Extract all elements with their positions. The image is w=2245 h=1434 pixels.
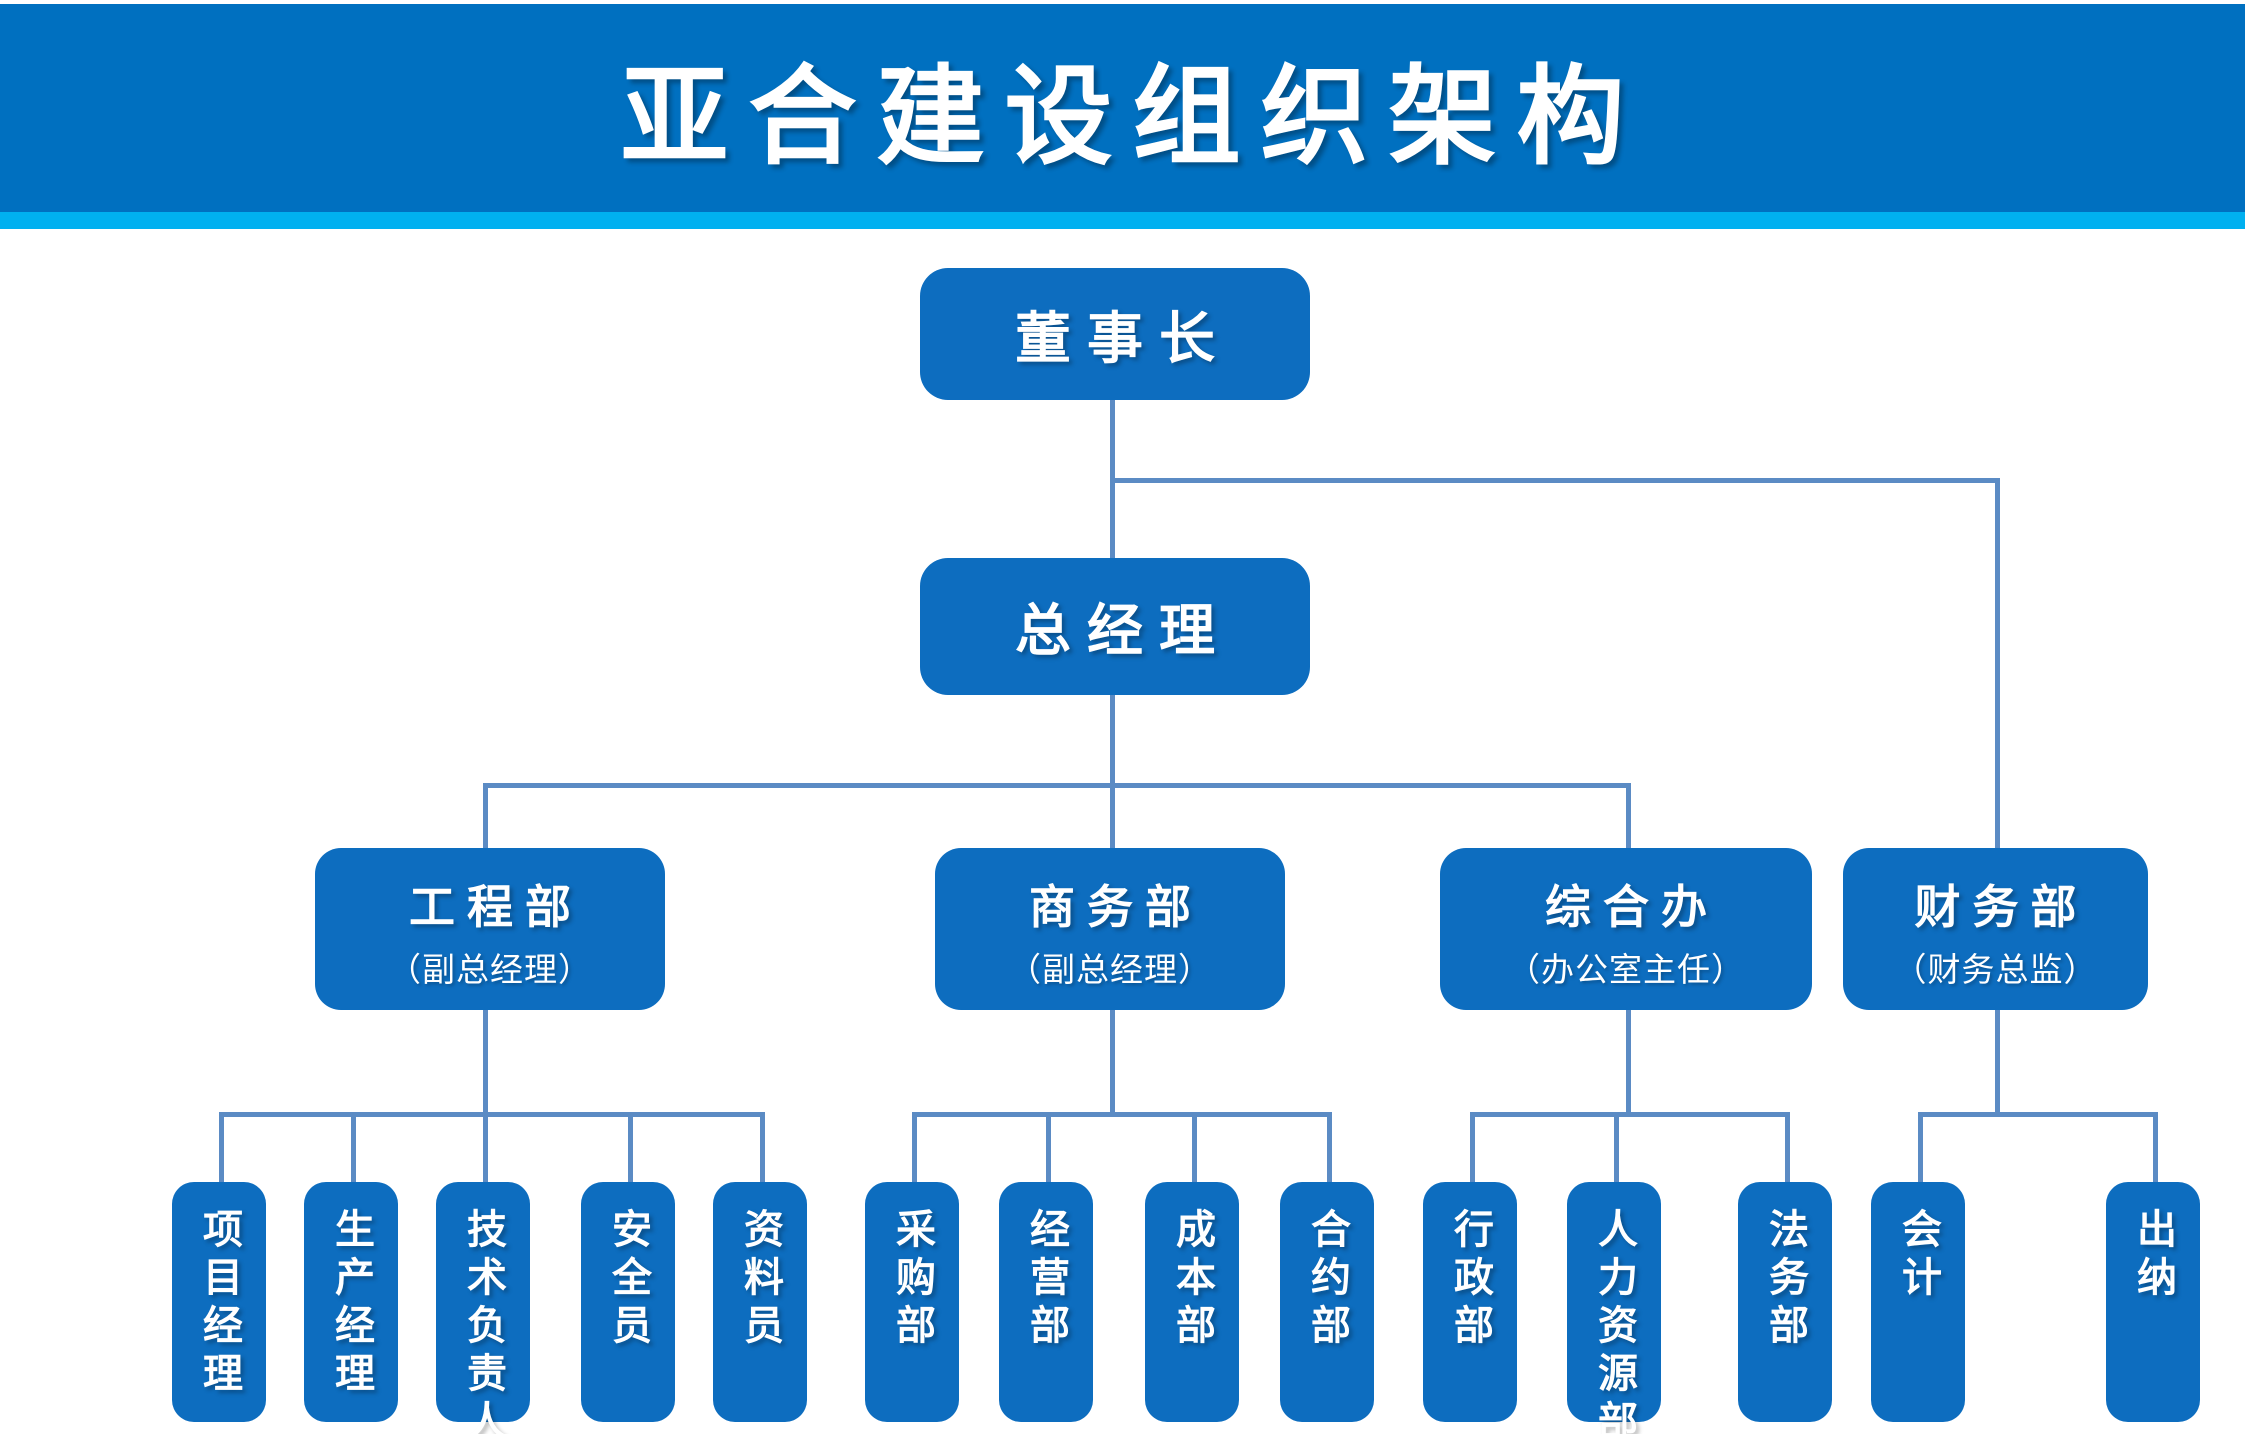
node-cashier[interactable]: 出纳 (2106, 1182, 2200, 1422)
connector-adm-leaf-3 (1785, 1112, 1790, 1182)
node-human-resources-label: 人力资源部 (1592, 1208, 1636, 1434)
connector-finance-stem (1995, 1010, 2000, 1115)
connector-engineering-bus (219, 1112, 765, 1117)
connector-chairman-to-finance-horizontal (1110, 478, 2000, 483)
node-cashier-label: 出纳 (2131, 1208, 2175, 1304)
node-chairman[interactable]: 董事长 (920, 268, 1310, 400)
connector-gm-to-admin (1626, 783, 1631, 848)
connector-finance-drop (1995, 478, 2000, 848)
connector-gm-stem (1110, 695, 1115, 785)
connector-admin-bus (1470, 1112, 1790, 1117)
node-general-manager[interactable]: 总经理 (920, 558, 1310, 695)
node-production-manager-label: 生产经理 (329, 1208, 373, 1400)
node-engineering-department[interactable]: 工程部 （副总经理） (315, 848, 665, 1010)
connector-eng-leaf-5 (760, 1112, 765, 1182)
node-safety-officer[interactable]: 安全员 (581, 1182, 675, 1422)
node-project-manager[interactable]: 项目经理 (172, 1182, 266, 1422)
connector-adm-leaf-2 (1614, 1112, 1619, 1182)
node-operations-label: 经营部 (1024, 1208, 1068, 1352)
node-administration-label: 行政部 (1448, 1208, 1492, 1352)
connector-eng-leaf-3 (483, 1112, 488, 1182)
node-engineering-role: （副总经理） (388, 951, 592, 988)
connector-eng-leaf-4 (628, 1112, 633, 1182)
node-business-label: 商务部 (1029, 881, 1203, 933)
connector-fin-leaf-1 (1918, 1112, 1923, 1182)
connector-business-stem (1110, 1010, 1115, 1115)
header-banner (0, 4, 2245, 212)
header-accent-strip (0, 212, 2245, 229)
node-administration-department[interactable]: 行政部 (1423, 1182, 1517, 1422)
connector-engineering-stem (483, 1010, 488, 1115)
node-document-clerk[interactable]: 资料员 (713, 1182, 807, 1422)
connector-admin-stem (1626, 1010, 1631, 1115)
node-finance-label: 财务部 (1914, 881, 2089, 933)
page-title: 亚合建设组织架构 (620, 56, 1645, 177)
node-cost-label: 成本部 (1170, 1208, 1214, 1352)
connector-adm-leaf-1 (1470, 1112, 1475, 1182)
connector-gm-to-engineering (483, 783, 488, 848)
node-cost-department[interactable]: 成本部 (1145, 1182, 1239, 1422)
connector-eng-leaf-1 (219, 1112, 224, 1182)
node-business-department[interactable]: 商务部 （副总经理） (935, 848, 1285, 1010)
node-legal-label: 法务部 (1763, 1208, 1807, 1352)
node-finance-role: （财务总监） (1893, 951, 2098, 988)
node-accountant-label: 会计 (1896, 1208, 1940, 1304)
node-safety-officer-label: 安全员 (606, 1208, 650, 1352)
node-project-manager-label: 项目经理 (197, 1208, 241, 1400)
node-contract-department[interactable]: 合约部 (1280, 1182, 1374, 1422)
node-contract-label: 合约部 (1305, 1208, 1349, 1352)
connector-finance-bus (1918, 1112, 2158, 1117)
connector-eng-leaf-2 (351, 1112, 356, 1182)
node-admin-label: 综合办 (1545, 881, 1719, 933)
node-technical-lead-label: 技术负责人 (461, 1208, 505, 1434)
node-admin-office[interactable]: 综合办 （办公室主任） (1440, 848, 1812, 1010)
node-admin-role: （办公室主任） (1507, 951, 1745, 988)
node-procurement-label: 采购部 (890, 1208, 934, 1352)
node-procurement-department[interactable]: 采购部 (865, 1182, 959, 1422)
node-production-manager[interactable]: 生产经理 (304, 1182, 398, 1422)
node-operations-department[interactable]: 经营部 (999, 1182, 1093, 1422)
node-business-role: （副总经理） (1008, 951, 1212, 988)
connector-gm-to-business (1110, 783, 1115, 848)
node-technical-lead[interactable]: 技术负责人 (436, 1182, 530, 1434)
connector-fin-leaf-2 (2153, 1112, 2158, 1182)
node-chairman-label: 董事长 (1015, 306, 1231, 370)
connector-business-bus (912, 1112, 1332, 1117)
connector-gm-children-bus (483, 783, 1631, 788)
connector-chairman-stem (1110, 400, 1115, 480)
node-document-clerk-label: 资料员 (738, 1208, 782, 1352)
connector-biz-leaf-2 (1046, 1112, 1051, 1182)
node-general-manager-label: 总经理 (1015, 599, 1231, 662)
connector-chairman-to-gm (1110, 478, 1115, 558)
connector-biz-leaf-4 (1327, 1112, 1332, 1182)
node-human-resources-department[interactable]: 人力资源部 (1567, 1182, 1661, 1434)
node-legal-department[interactable]: 法务部 (1738, 1182, 1832, 1422)
node-finance-department[interactable]: 财务部 （财务总监） (1843, 848, 2148, 1010)
node-engineering-label: 工程部 (409, 881, 583, 933)
connector-biz-leaf-1 (912, 1112, 917, 1182)
node-accountant[interactable]: 会计 (1871, 1182, 1965, 1422)
connector-biz-leaf-3 (1192, 1112, 1197, 1182)
